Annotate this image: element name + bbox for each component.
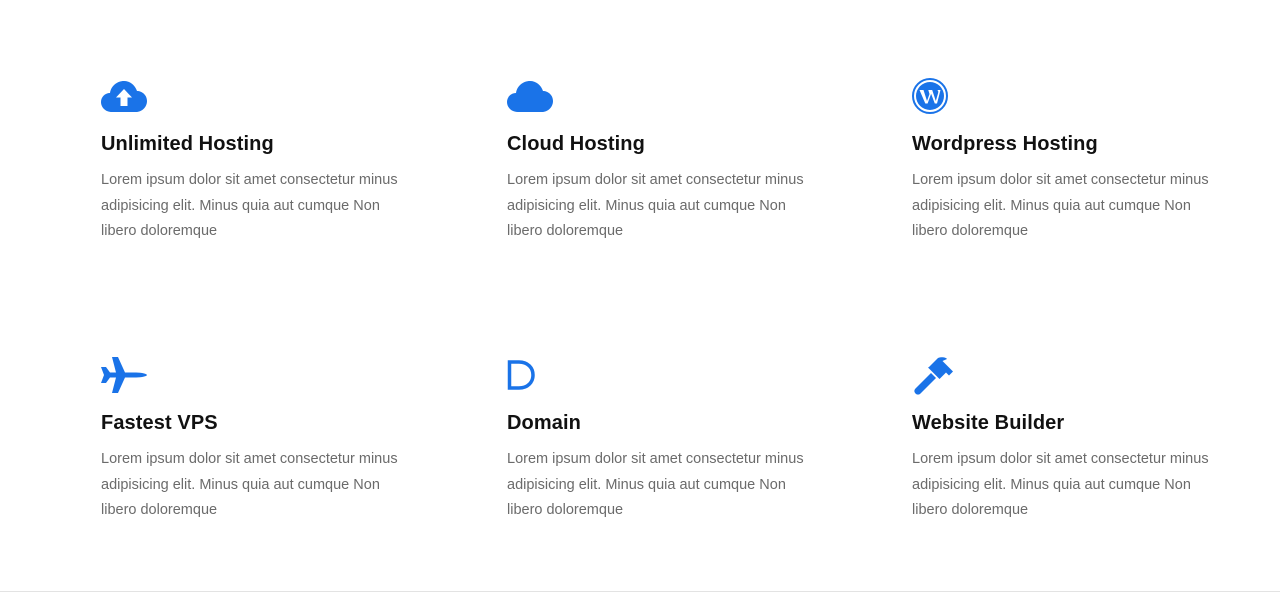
cloud-upload-icon <box>101 78 161 120</box>
wordpress-icon <box>912 78 972 120</box>
feature-domain: Domain Lorem ipsum dolor sit amet consec… <box>507 357 827 524</box>
feature-title: Cloud Hosting <box>507 133 645 155</box>
fighter-jet-icon <box>101 357 161 399</box>
feature-description: Lorem ipsum dolor sit amet consectetur m… <box>912 451 1209 518</box>
feature-title: Domain <box>507 412 581 434</box>
feature-title: Unlimited Hosting <box>101 133 274 155</box>
section-divider <box>0 591 1280 592</box>
feature-title: Fastest VPS <box>101 412 218 434</box>
letter-d-icon <box>507 357 567 399</box>
feature-description: Lorem ipsum dolor sit amet consectetur m… <box>101 172 398 239</box>
cloud-icon <box>507 78 567 120</box>
feature-title: Website Builder <box>912 412 1065 434</box>
feature-unlimited-hosting: Unlimited Hosting Lorem ipsum dolor sit … <box>101 78 421 245</box>
feature-cloud-hosting: Cloud Hosting Lorem ipsum dolor sit amet… <box>507 78 827 245</box>
feature-wordpress-hosting: Wordpress Hosting Lorem ipsum dolor sit … <box>912 78 1232 245</box>
feature-fastest-vps: Fastest VPS Lorem ipsum dolor sit amet c… <box>101 357 421 524</box>
feature-description: Lorem ipsum dolor sit amet consectetur m… <box>101 451 398 518</box>
feature-description: Lorem ipsum dolor sit amet consectetur m… <box>912 172 1209 239</box>
feature-website-builder: Website Builder Lorem ipsum dolor sit am… <box>912 357 1232 524</box>
feature-title: Wordpress Hosting <box>912 133 1098 155</box>
hammer-icon <box>912 357 972 399</box>
feature-description: Lorem ipsum dolor sit amet consectetur m… <box>507 451 804 518</box>
feature-description: Lorem ipsum dolor sit amet consectetur m… <box>507 172 804 239</box>
